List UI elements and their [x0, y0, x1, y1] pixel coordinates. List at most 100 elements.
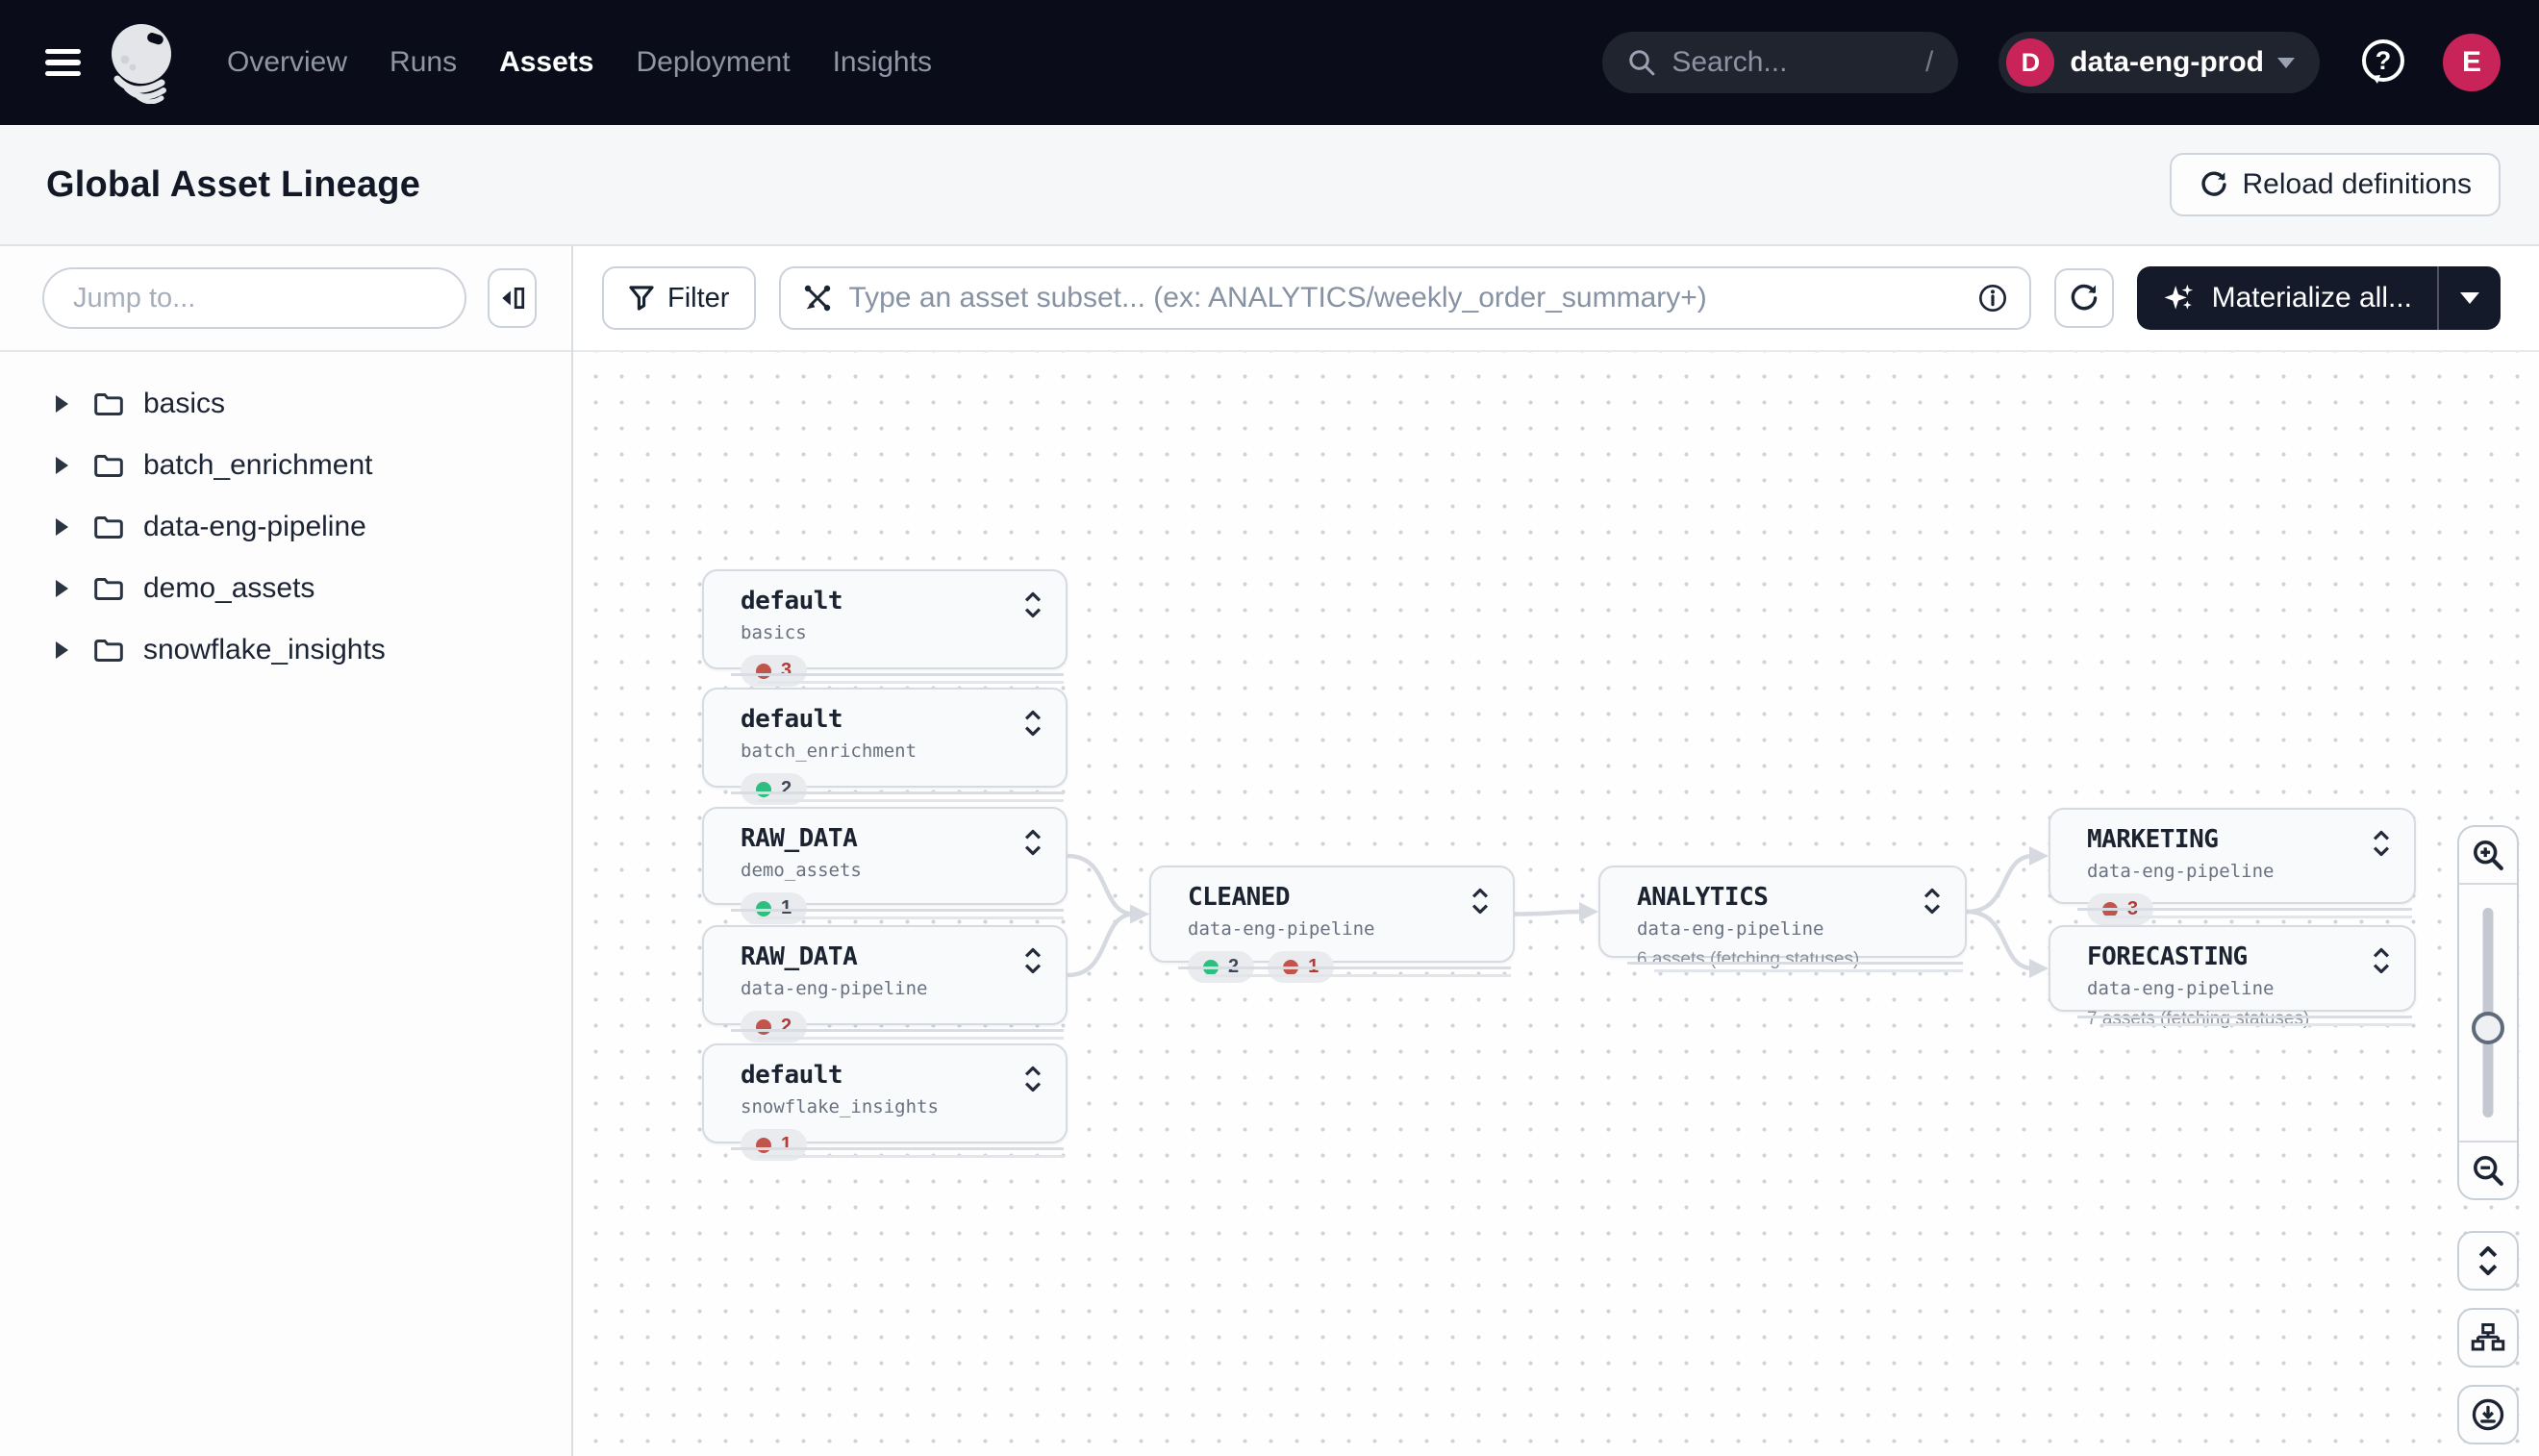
search-icon [1629, 50, 1655, 76]
relayout-graph-button[interactable] [2457, 1308, 2519, 1368]
chevron-right-icon[interactable] [56, 518, 68, 536]
user-avatar[interactable]: E [2443, 34, 2501, 91]
filter-label: Filter [667, 282, 730, 314]
global-search[interactable]: Search... / [1602, 32, 1959, 93]
unfold-node-icon[interactable] [1023, 946, 1043, 975]
zoom-out-button[interactable] [2459, 1141, 2517, 1198]
refresh-icon [2071, 284, 2097, 311]
zoom-control-panel [2457, 825, 2519, 1200]
workspace-name: data-eng-prod [2070, 46, 2264, 78]
asset-group-node-default_snowflake[interactable]: default snowflake_insights 1 [702, 1043, 1068, 1161]
nav-link-insights[interactable]: Insights [832, 46, 932, 78]
chevron-right-icon[interactable] [56, 457, 68, 474]
chevron-right-icon[interactable] [56, 395, 68, 413]
workspace-switcher[interactable]: D data-eng-prod [1999, 32, 2320, 93]
asset-subset-input[interactable] [848, 282, 1962, 314]
zoom-slider [2459, 885, 2517, 1141]
caret-down-icon [2460, 292, 2479, 304]
sidebar-folder-data-eng-pipeline[interactable]: data-eng-pipeline [0, 496, 571, 558]
expand-collapse-all-button[interactable] [2457, 1231, 2519, 1291]
svg-text:?: ? [2376, 46, 2392, 75]
help-button[interactable]: ? [2356, 36, 2410, 89]
status-count: 2 [781, 778, 792, 799]
search-placeholder: Search... [1672, 46, 1788, 78]
unfold-node-icon[interactable] [1471, 887, 1490, 916]
refresh-lineage-button[interactable] [2053, 268, 2114, 328]
success-dot-icon [756, 900, 771, 916]
asset-subset-field [779, 266, 2031, 330]
unfold-node-icon[interactable] [1023, 828, 1043, 857]
error-dot-icon [756, 663, 771, 679]
sidebar-folder-snowflake_insights[interactable]: snowflake_insights [0, 619, 571, 681]
sidebar-folder-batch_enrichment[interactable]: batch_enrichment [0, 435, 571, 496]
sparkles-icon [2164, 284, 2193, 310]
dagster-logo [112, 24, 171, 104]
unfold-node-icon[interactable] [1023, 590, 1043, 619]
status-badges: 1 [741, 892, 1043, 924]
asset-group-node-default_batch[interactable]: default batch_enrichment 2 [702, 688, 1068, 805]
lineage-edges [1067, 846, 2049, 978]
zoom-in-button[interactable] [2459, 827, 2517, 885]
group-title: default [741, 705, 843, 734]
hierarchy-icon [2471, 1323, 2505, 1351]
unfold-node-icon[interactable] [1923, 887, 1942, 916]
zoom-in-icon [2474, 841, 2503, 870]
chevron-down-icon [2277, 57, 2295, 68]
download-icon [2472, 1398, 2504, 1431]
collapse-sidebar-button[interactable] [488, 268, 537, 328]
status-count: 2 [781, 1016, 792, 1037]
sidebar-folder-basics[interactable]: basics [0, 373, 571, 435]
reload-definitions-button[interactable]: Reload definitions [2169, 153, 2501, 216]
zoom-out-icon [2474, 1156, 2503, 1186]
chevron-right-icon[interactable] [56, 641, 68, 659]
asset-group-node-marketing[interactable]: MARKETING data-eng-pipeline 3 [2049, 808, 2416, 925]
materialize-all-button[interactable]: Materialize all... [2136, 266, 2501, 330]
sidebar-toolbar [0, 246, 571, 352]
asset-group-node-default_basics[interactable]: default basics 3 [702, 569, 1068, 687]
status-badge: 2 [741, 1011, 808, 1042]
asset-group-node-analytics[interactable]: ANALYTICS data-eng-pipeline 6 assets (fe… [1598, 866, 1967, 972]
filter-button[interactable]: Filter [602, 266, 757, 330]
group-code-location: snowflake_insights [741, 1096, 939, 1117]
group-title: RAW_DATA [741, 942, 858, 971]
nav-link-overview[interactable]: Overview [227, 46, 348, 78]
asset-group-node-forecasting[interactable]: FORECASTING data-eng-pipeline 7 assets (… [2049, 925, 2416, 1029]
unfold-icon [2478, 1245, 2498, 1276]
jump-to-input[interactable] [42, 267, 466, 329]
download-image-button[interactable] [2457, 1385, 2519, 1444]
nav-link-assets[interactable]: Assets [499, 46, 594, 78]
sidebar-folder-demo_assets[interactable]: demo_assets [0, 558, 571, 619]
error-dot-icon [756, 1137, 771, 1153]
fetching-status-text: 7 assets (fetching statuses) [2087, 1009, 2310, 1029]
asset-selection-icon [805, 285, 831, 312]
chevron-right-icon[interactable] [56, 580, 68, 597]
folder-icon [94, 392, 123, 415]
unfold-node-icon[interactable] [1023, 709, 1043, 738]
materialize-options-button[interactable] [2437, 266, 2501, 330]
reload-definitions-label: Reload definitions [2242, 168, 2473, 200]
status-count: 1 [781, 897, 792, 918]
asset-group-node-raw_data_dep[interactable]: RAW_DATA data-eng-pipeline 2 [702, 925, 1068, 1042]
hamburger-menu-icon[interactable] [45, 43, 81, 83]
nav-link-deployment[interactable]: Deployment [636, 46, 791, 78]
error-dot-icon [1283, 959, 1299, 975]
page-header: Global Asset Lineage Reload definitions [0, 125, 2539, 246]
workspace-badge: D [2006, 38, 2055, 87]
status-badge: 1 [741, 1129, 808, 1161]
group-title: default [741, 1061, 843, 1090]
unfold-node-icon[interactable] [2372, 829, 2391, 858]
lineage-canvas[interactable]: default basics 3 default batch_enrichmen… [573, 352, 2539, 1456]
group-code-location: data-eng-pipeline [741, 978, 928, 999]
unfold-node-icon[interactable] [2372, 946, 2391, 975]
search-shortcut-hint: / [1925, 46, 1934, 78]
asset-group-node-raw_data_demo[interactable]: RAW_DATA demo_assets 1 [702, 807, 1068, 924]
info-icon[interactable] [1977, 283, 2008, 314]
nav-link-runs[interactable]: Runs [390, 46, 458, 78]
status-count: 2 [1228, 956, 1240, 977]
unfold-node-icon[interactable] [1023, 1065, 1043, 1093]
status-badges: 2 [741, 1011, 1043, 1042]
zoom-slider-handle[interactable] [2472, 1011, 2504, 1044]
status-count: 1 [781, 1134, 792, 1155]
